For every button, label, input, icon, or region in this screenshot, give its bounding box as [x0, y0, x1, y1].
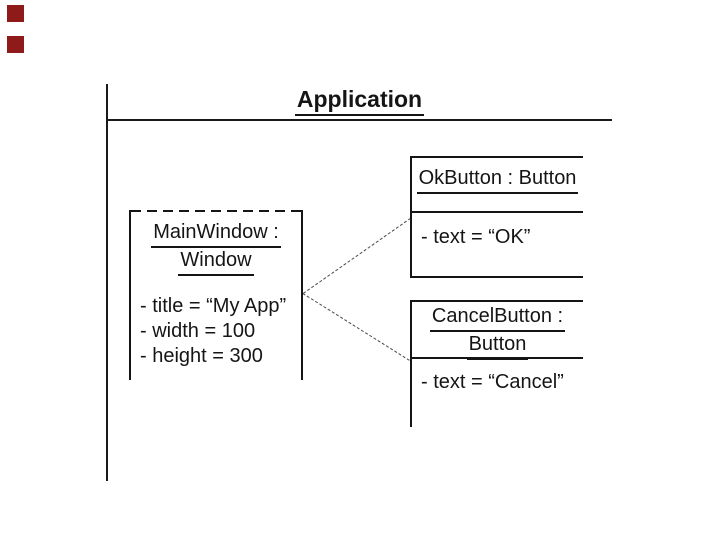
- attribute-text-ok: - text = “OK”: [421, 226, 531, 248]
- main-window-title-line1: MainWindow :: [151, 220, 281, 248]
- attribute-text-cancel: - text = “Cancel”: [421, 371, 564, 393]
- main-window-object-box: MainWindow : Window - title = “My App” -…: [129, 210, 303, 380]
- frame-horizontal-line: [106, 119, 612, 121]
- cancel-button-attributes: - text = “Cancel”: [412, 359, 583, 395]
- frame-vertical-line: [106, 84, 108, 481]
- ok-button-object-box: OkButton : Button - text = “OK”: [410, 156, 583, 278]
- ok-button-title: OkButton : Button: [412, 158, 583, 213]
- attribute-width: - width = 100: [140, 320, 256, 342]
- slide-title: Application: [107, 86, 612, 116]
- connector-mainwindow-cancelbutton: [302, 293, 410, 361]
- cancel-button-title-line2: Button: [466, 332, 529, 360]
- ok-button-title-text: OkButton : Button: [416, 166, 579, 194]
- main-window-attributes: - title = “My App” - width = 100 - heigh…: [140, 294, 286, 369]
- cancel-button-object-box: CancelButton : Button - text = “Cancel”: [410, 300, 583, 427]
- main-window-title: MainWindow : Window: [131, 210, 301, 276]
- attribute-height: - height = 300: [140, 345, 263, 367]
- ok-button-attributes: - text = “OK”: [412, 213, 583, 250]
- slide-title-text: Application: [294, 86, 425, 116]
- attribute-title: - title = “My App”: [140, 295, 287, 317]
- cancel-button-title-line1: CancelButton :: [429, 304, 566, 332]
- decor-square-icon: [7, 5, 24, 22]
- main-window-title-line2: Window: [178, 248, 254, 276]
- dashed-top-border: [131, 210, 301, 212]
- decor-square-icon: [7, 36, 24, 53]
- connector-mainwindow-okbutton: [303, 217, 411, 294]
- cancel-button-title: CancelButton : Button: [412, 302, 583, 360]
